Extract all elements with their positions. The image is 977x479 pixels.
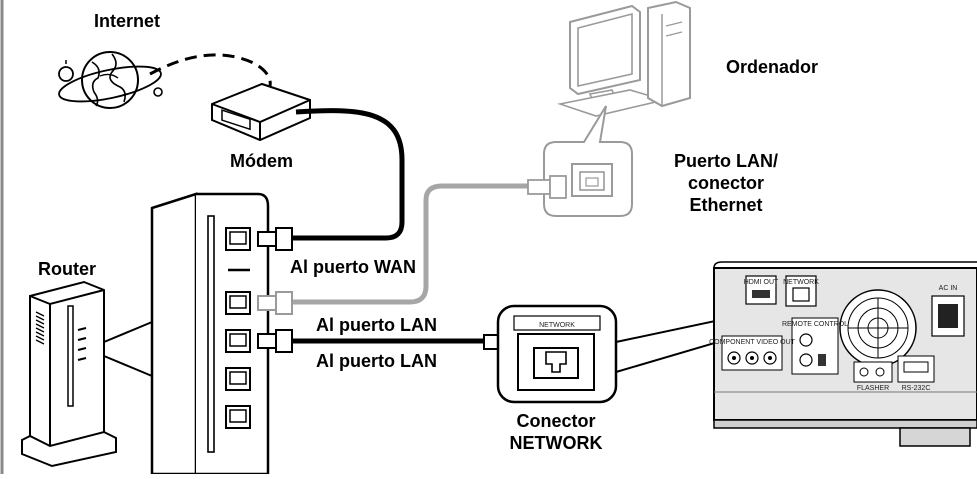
lan-port-label-a: Al puerto LAN bbox=[316, 315, 437, 335]
lan-port-label-b: Al puerto LAN bbox=[316, 351, 437, 371]
network-connector-label-line1: Conector bbox=[516, 411, 596, 431]
wan-cable bbox=[290, 108, 405, 241]
wan-port-label: Al puerto WAN bbox=[290, 257, 416, 277]
network-connector-label-line2: NETWORK bbox=[509, 433, 603, 453]
router-enlarged-panel bbox=[150, 192, 270, 476]
computer-icon bbox=[556, 0, 691, 117]
router-icon bbox=[21, 280, 117, 468]
device-rear-panel bbox=[713, 261, 977, 447]
rs232c-label: RS-232C bbox=[902, 385, 931, 392]
flasher-label: FLASHER bbox=[857, 385, 889, 392]
network-connector-label: Conector NETWORK bbox=[494, 410, 618, 454]
lan-port-label-line2: conector bbox=[687, 173, 765, 193]
router-zoom-lines bbox=[103, 321, 153, 377]
modem-label: Módem bbox=[230, 151, 293, 171]
remote-control-label: REMOTE CONTROL bbox=[782, 321, 848, 328]
network-jack-label: NETWORK bbox=[539, 322, 575, 329]
router-label: Router bbox=[38, 259, 96, 279]
lan-port-label-line3: Ethernet bbox=[689, 195, 763, 215]
computer-lan-cable bbox=[286, 183, 530, 305]
component-video-out-label: COMPONENT VIDEO OUT bbox=[709, 339, 796, 346]
wan-plug bbox=[257, 227, 293, 251]
network-connector-callout bbox=[496, 304, 618, 404]
internet-dashed-link bbox=[149, 53, 272, 87]
lan-port-label: Puerto LAN/ conector Ethernet bbox=[664, 150, 788, 216]
ethernet-port-callout bbox=[543, 105, 633, 217]
computer-lan-plug bbox=[527, 175, 567, 199]
hdmi-out-label: HDMI OUT bbox=[744, 279, 779, 286]
internet-label: Internet bbox=[94, 11, 161, 31]
computer-label: Ordenador bbox=[726, 57, 819, 77]
ac-in-label: AC IN bbox=[939, 285, 958, 292]
modem-icon bbox=[211, 82, 311, 142]
panel-network-label: NETWORK bbox=[783, 279, 819, 286]
computer-lan-router-plug bbox=[257, 291, 293, 315]
lan-port-label-line1: Puerto LAN/ bbox=[673, 151, 778, 171]
device-lan-router-plug bbox=[257, 329, 293, 353]
internet-globe-icon bbox=[58, 51, 163, 109]
